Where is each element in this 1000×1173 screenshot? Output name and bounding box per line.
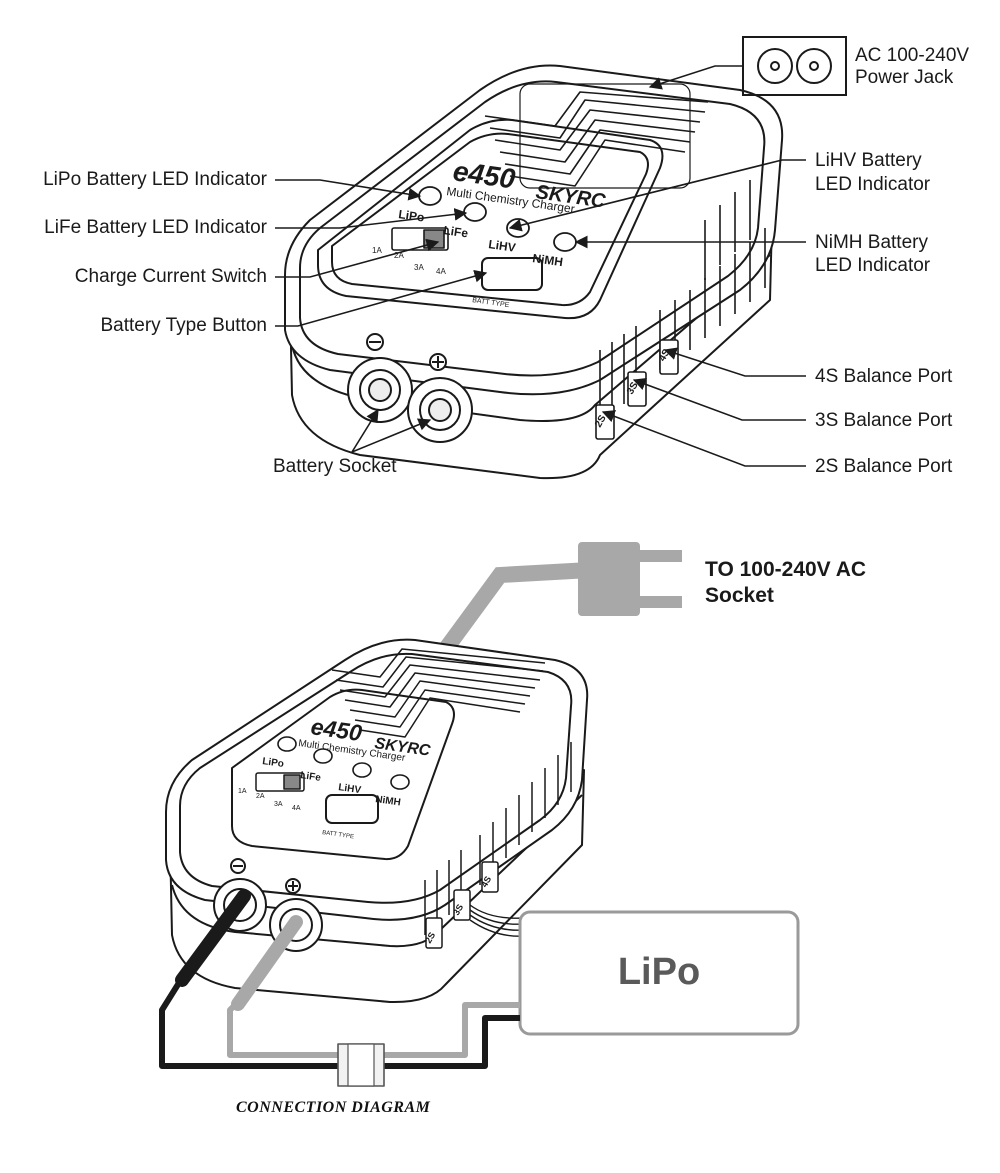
plug-label-line1: TO 100-240V AC bbox=[705, 558, 867, 581]
life-led-label: LiFe Battery LED Indicator bbox=[44, 217, 267, 238]
power-cord bbox=[437, 542, 682, 658]
bottom-lipo-text: LiPo bbox=[262, 756, 285, 770]
charge-leads bbox=[159, 889, 520, 1087]
bottom-port2s-text: 2S bbox=[423, 930, 437, 945]
port-4s-label: 4S Balance Port bbox=[815, 366, 953, 387]
nimh-led-label-line2: LED Indicator bbox=[815, 255, 931, 276]
bottom-life-text: LiFe bbox=[300, 770, 322, 784]
nimh-led-label-line1: NiMH Battery bbox=[815, 232, 928, 253]
battery-socket-label: Battery Socket bbox=[273, 456, 397, 477]
bottom-button-text: BATT TYPE bbox=[322, 830, 355, 840]
port-3s-label: 3S Balance Port bbox=[815, 410, 953, 431]
bottom-amp2-text: 2A bbox=[256, 793, 265, 800]
top-lihv-text: LiHV bbox=[488, 237, 517, 255]
lipo-battery-label: LiPo bbox=[617, 951, 701, 993]
top-amp3-text: 3A bbox=[414, 263, 424, 272]
ac-jack-label-line1: AC 100-240V bbox=[855, 45, 970, 66]
top-charger-face-text: e450 SKYRC Multi Chemistry Charger LiPo … bbox=[372, 155, 673, 429]
lipo-battery-box bbox=[518, 910, 800, 1036]
ac-jack-label-line2: Power Jack bbox=[855, 67, 954, 88]
top-charger-illustration bbox=[284, 64, 784, 480]
lihv-led-label-line1: LiHV Battery bbox=[815, 150, 922, 171]
top-amp4-text: 4A bbox=[436, 267, 446, 276]
top-life-text: LiFe bbox=[443, 223, 470, 240]
lipo-led-label: LiPo Battery LED Indicator bbox=[43, 169, 267, 190]
callout-lines bbox=[275, 65, 806, 467]
charge-switch-label: Charge Current Switch bbox=[74, 266, 267, 287]
plug-label-line2: Socket bbox=[705, 584, 774, 607]
lihv-led-label-line2: LED Indicator bbox=[815, 174, 931, 195]
bottom-amp1-text: 1A bbox=[238, 788, 247, 795]
ac-power-jack-box bbox=[742, 36, 847, 96]
batt-type-button-label: Battery Type Button bbox=[100, 315, 267, 336]
port-2s-label: 2S Balance Port bbox=[815, 456, 953, 477]
bottom-port4s-text: 4S bbox=[479, 874, 493, 889]
bottom-lihv-text: LiHV bbox=[338, 782, 362, 796]
top-nimh-text: NiMH bbox=[532, 251, 564, 269]
bottom-charger-face-text: e450 SKYRC Multi Chemistry Charger LiPo … bbox=[238, 713, 493, 945]
bottom-amp3-text: 3A bbox=[274, 801, 283, 808]
connection-diagram-caption: CONNECTION DIAGRAM bbox=[236, 1099, 431, 1116]
top-amp1-text: 1A bbox=[372, 246, 382, 255]
bottom-nimh-text: NiMH bbox=[375, 794, 402, 808]
bottom-amp4-text: 4A bbox=[292, 805, 301, 812]
bottom-port3s-text: 3S bbox=[451, 902, 465, 917]
top-amp2-text: 2A bbox=[394, 251, 404, 260]
